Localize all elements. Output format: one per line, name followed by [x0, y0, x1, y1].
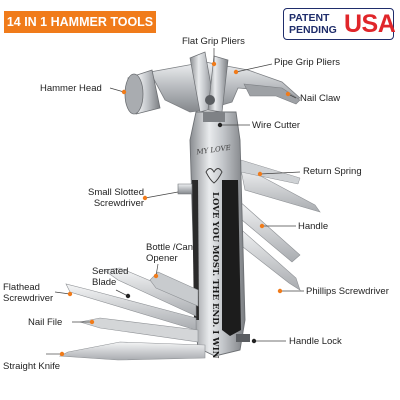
label-phillips-screwdriver: Phillips Screwdriver — [306, 286, 389, 297]
handle-grip-insert — [222, 180, 241, 336]
handle-arm — [235, 199, 301, 263]
label-hammer-head: Hammer Head — [40, 83, 102, 94]
label-nail-file: Nail File — [28, 317, 63, 328]
engraving-main: LOVE YOU MOST. THE END. I WIN — [210, 192, 220, 359]
label-flathead-line1: Flathead — [3, 282, 40, 293]
nail-claw — [243, 83, 301, 105]
label-serrated-line1: Serrated — [92, 266, 129, 277]
label-straight-knife: Straight Knife — [3, 361, 61, 372]
handle-grip-insert-left — [192, 180, 199, 320]
handle-lock — [236, 334, 250, 342]
label-serrated-line2: Blade — [92, 277, 117, 288]
nail-file-tool — [79, 317, 199, 343]
straight-knife-tool — [58, 341, 206, 361]
banner-title: 14 IN 1 HAMMER TOOLS — [4, 11, 156, 33]
label-bottle-can-line2: Opener — [146, 253, 178, 264]
patent-text: PATENT PENDING — [289, 12, 337, 36]
flathead-screwdriver-tool — [65, 283, 197, 331]
label-bottle-can-line1: Bottle /Can — [146, 242, 193, 253]
label-small-slotted-line1: Small Slotted — [88, 187, 144, 198]
label-flat-grip-pliers: Flat Grip Pliers — [182, 36, 245, 47]
label-return-spring: Return Spring — [303, 166, 362, 177]
hammer-face-end — [124, 73, 144, 115]
label-nail-claw: Nail Claw — [300, 93, 341, 104]
label-serrated-blade: Serrated Blade — [92, 266, 128, 288]
patent-country: USA — [344, 10, 396, 38]
label-pipe-grip-pliers: Pipe Grip Pliers — [274, 57, 340, 68]
label-flathead-line2: Screwdriver — [3, 293, 54, 304]
hearts-engraving — [205, 168, 223, 184]
small-slotted-screwdriver-tool — [177, 183, 193, 195]
label-small-slotted-screwdriver: Small Slotted Screwdriver — [64, 187, 144, 209]
bottle-opener-tool — [149, 271, 199, 307]
leader-lines — [46, 48, 304, 355]
label-handle-lock: Handle Lock — [289, 336, 342, 347]
serrated-blade-tool — [103, 267, 197, 317]
label-flathead-screwdriver: Flathead Screwdriver — [3, 282, 53, 304]
pliers-pivot — [205, 95, 215, 105]
patent-line2: PENDING — [289, 24, 337, 36]
leader-dots — [59, 61, 291, 357]
label-bottle-can-opener: Bottle /Can Opener — [146, 242, 193, 264]
wire-cutter — [203, 112, 225, 122]
label-handle: Handle — [298, 221, 329, 232]
patent-badge: PATENT PENDING USA — [283, 8, 396, 40]
label-small-slotted-line2: Screwdriver — [93, 198, 144, 209]
patent-line1: PATENT — [289, 12, 330, 24]
handle-tool-blade — [239, 164, 321, 213]
label-wire-cutter: Wire Cutter — [252, 120, 301, 131]
